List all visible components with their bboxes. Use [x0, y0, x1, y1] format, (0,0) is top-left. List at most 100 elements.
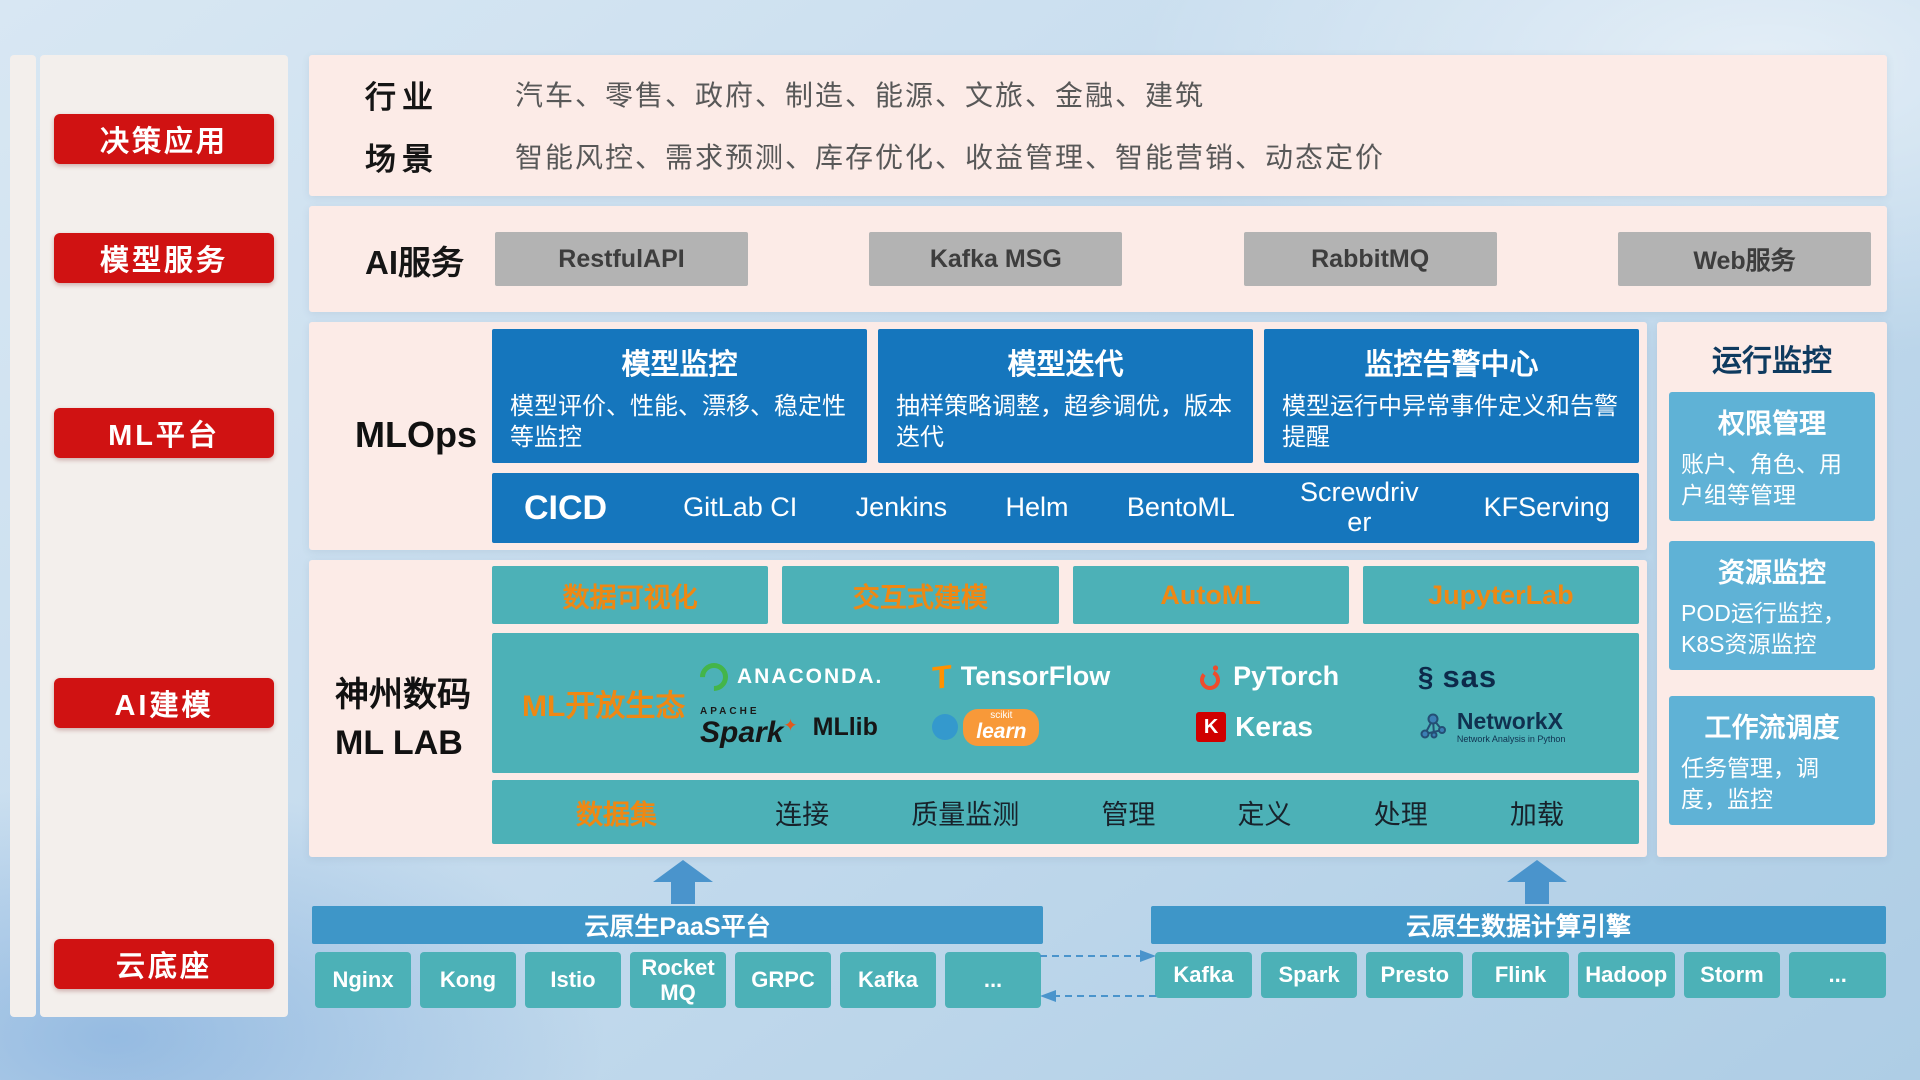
permission-management-card: 权限管理 账户、角色、用户组等管理 — [1669, 392, 1875, 522]
permission-management-desc: 账户、角色、用户组等管理 — [1681, 451, 1842, 509]
industry-content: 汽车、零售、政府、制造、能源、文旅、金融、建筑 — [515, 80, 1206, 111]
service-web: Web服务 — [1617, 232, 1871, 286]
service-kafka-msg: Kafka MSG — [869, 232, 1123, 286]
mlops-panel: MLOps 模型监控 模型评价、性能、漂移、稳定性等监控 模型迭代 抽样策略调整… — [309, 322, 1647, 550]
dataset-item-define: 定义 — [1237, 799, 1292, 830]
ai-service-buttons: RestfulAPI Kafka MSG RabbitMQ Web服务 — [495, 232, 1871, 286]
workflow-scheduling-desc: 任务管理，调度，监控 — [1681, 755, 1819, 813]
dataset-item-process: 处理 — [1373, 799, 1428, 830]
sidebar-item-cloud-base: 云底座 — [54, 939, 274, 989]
spark-mllib-logo: APACHE Spark✦ MLlib — [700, 705, 932, 749]
paas-more: ... — [945, 952, 1041, 1008]
ml-open-ecosystem: ML开放生态 ANACONDA. T TensorFlow PyTorch — [492, 633, 1639, 773]
arrow-head — [1507, 860, 1567, 882]
paas-components: Nginx Kong Istio RocketMQ GRPC Kafka ... — [315, 952, 1041, 1008]
engine-up-arrow — [1507, 860, 1567, 904]
data-exchange-arrows — [1040, 950, 1156, 1002]
sidebar-item-ml-platform: ML平台 — [54, 408, 274, 458]
mllab-label: 神州数码 ML LAB — [335, 672, 487, 767]
anaconda-icon — [694, 656, 734, 697]
cicd-tool-helm: Helm — [1005, 492, 1069, 523]
paas-rocketmq: RocketMQ — [630, 952, 726, 1008]
networkx-label: NetworkX — [1456, 708, 1563, 735]
model-iteration-card: 模型迭代 抽样策略调整，超参调优，版本迭代 — [878, 329, 1253, 464]
spark-star-icon: ✦ — [783, 715, 798, 735]
mllab-label-line1: 神州数码 — [335, 676, 471, 714]
spark-label: Spark✦ — [700, 715, 798, 749]
model-monitoring-card: 模型监控 模型评价、性能、漂移、稳定性等监控 — [492, 329, 867, 464]
engine-more: ... — [1789, 952, 1887, 998]
resource-monitoring-card: 资源监控 POD运行监控，K8S资源监控 — [1669, 541, 1875, 671]
paas-kafka: Kafka — [840, 952, 936, 1008]
data-engine-components: Kafka Spark Presto Flink Hadoop Storm ..… — [1155, 952, 1887, 998]
alert-center-title: 监控告警中心 — [1364, 349, 1539, 381]
data-engine-title-bar: 云原生数据计算引擎 — [1151, 906, 1886, 944]
sidebar-item-decision-application: 决策应用 — [54, 114, 274, 164]
paas-grpc: GRPC — [735, 952, 831, 1008]
engine-flink: Flink — [1472, 952, 1569, 998]
service-rabbitmq: RabbitMQ — [1243, 232, 1497, 286]
mllab-label-line2: ML LAB — [335, 723, 463, 762]
resource-monitoring-title: 资源监控 — [1718, 558, 1826, 588]
spark-wordmark: APACHE Spark✦ — [700, 705, 798, 749]
cicd-tool-jenkins: Jenkins — [855, 492, 948, 523]
model-monitoring-title: 模型监控 — [621, 349, 738, 381]
left-accent-strip — [10, 55, 36, 1017]
tensorflow-label: TensorFlow — [960, 661, 1111, 691]
cicd-label: CICD — [524, 488, 608, 527]
pytorch-label: PyTorch — [1233, 661, 1340, 691]
spark-apache-label: APACHE — [700, 705, 760, 717]
cicd-tool-kfserving: KFServing — [1483, 492, 1610, 523]
tool-jupyterlab: JupyterLab — [1362, 566, 1639, 624]
cicd-tools: GitLab CI Jenkins Helm BentoML Screwdriv… — [654, 477, 1639, 537]
sidebar-item-ai-modeling: AI建模 — [54, 678, 274, 728]
dataset-item-manage: 管理 — [1101, 799, 1156, 830]
dataset-bar: 数据集 连接 质量监测 管理 定义 处理 加载 — [492, 780, 1639, 844]
cicd-tool-screwdriver: Screwdriver — [1300, 477, 1419, 537]
ai-service-label: AI服务 — [365, 244, 464, 281]
tool-automl: AutoML — [1072, 566, 1349, 624]
ai-service-panel: AI服务 RestfulAPI Kafka MSG RabbitMQ Web服务 — [309, 206, 1887, 312]
dataset-item-quality: 质量监测 — [911, 799, 1020, 830]
paas-title-bar: 云原生PaaS平台 — [312, 906, 1043, 944]
scikit-learn-logo: scikit learn — [932, 708, 1196, 746]
alert-center-card: 监控告警中心 模型运行中异常事件定义和告警提醒 — [1264, 329, 1639, 464]
workflow-scheduling-card: 工作流调度 任务管理，调度，监控 — [1669, 696, 1875, 826]
mllib-label: MLlib — [812, 712, 878, 741]
sas-icon: § — [1417, 660, 1434, 692]
tool-interactive-modeling: 交互式建模 — [782, 566, 1059, 624]
industry-label: 行业 — [365, 79, 439, 115]
engine-kafka: Kafka — [1155, 952, 1252, 998]
ml-ecosystem-label: ML开放生态 — [522, 690, 686, 723]
arrow-head — [653, 860, 713, 882]
mlops-label: MLOps — [355, 414, 477, 455]
runtime-monitoring-panel: 运行监控 权限管理 账户、角色、用户组等管理 资源监控 POD运行监控，K8S资… — [1657, 322, 1887, 857]
dataset-items: 连接 质量监测 管理 定义 处理 加载 — [700, 793, 1639, 832]
sas-logo: § sas — [1418, 659, 1629, 695]
scikit-learn-badge: scikit learn — [963, 708, 1040, 746]
sidebar-item-model-service: 模型服务 — [54, 233, 274, 283]
keras-icon: K — [1196, 712, 1227, 742]
paas-nginx: Nginx — [315, 952, 411, 1008]
arrow-stem — [1525, 882, 1549, 904]
networkx-subtitle: Network Analysis in Python — [1456, 733, 1566, 744]
industry-scenario-panel: 行业 汽车、零售、政府、制造、能源、文旅、金融、建筑 场景 智能风控、需求预测、… — [309, 55, 1887, 196]
permission-management-title: 权限管理 — [1718, 409, 1826, 439]
cicd-bar: CICD GitLab CI Jenkins Helm BentoML Scre… — [492, 473, 1639, 543]
mllab-panel: 神州数码 ML LAB 数据可视化 交互式建模 AutoML JupyterLa… — [309, 560, 1647, 857]
scenario-content: 智能风控、需求预测、库存优化、收益管理、智能营销、动态定价 — [515, 142, 1386, 173]
keras-logo: K Keras — [1196, 711, 1418, 743]
engine-presto: Presto — [1366, 952, 1464, 998]
paas-up-arrow — [653, 860, 713, 904]
pytorch-icon — [1200, 664, 1221, 690]
scikit-learn-icon — [932, 714, 959, 740]
anaconda-logo: ANACONDA. — [694, 656, 932, 697]
engine-storm: Storm — [1683, 952, 1781, 998]
model-monitoring-desc: 模型评价、性能、漂移、稳定性等监控 — [510, 393, 846, 452]
learn-label: learn — [976, 719, 1027, 743]
cicd-tool-bentoml: BentoML — [1126, 492, 1235, 523]
networkx-wordmark: NetworkX Network Analysis in Python — [1457, 709, 1566, 744]
pytorch-logo: PyTorch — [1196, 661, 1418, 692]
tensorflow-icon: T — [932, 657, 952, 696]
